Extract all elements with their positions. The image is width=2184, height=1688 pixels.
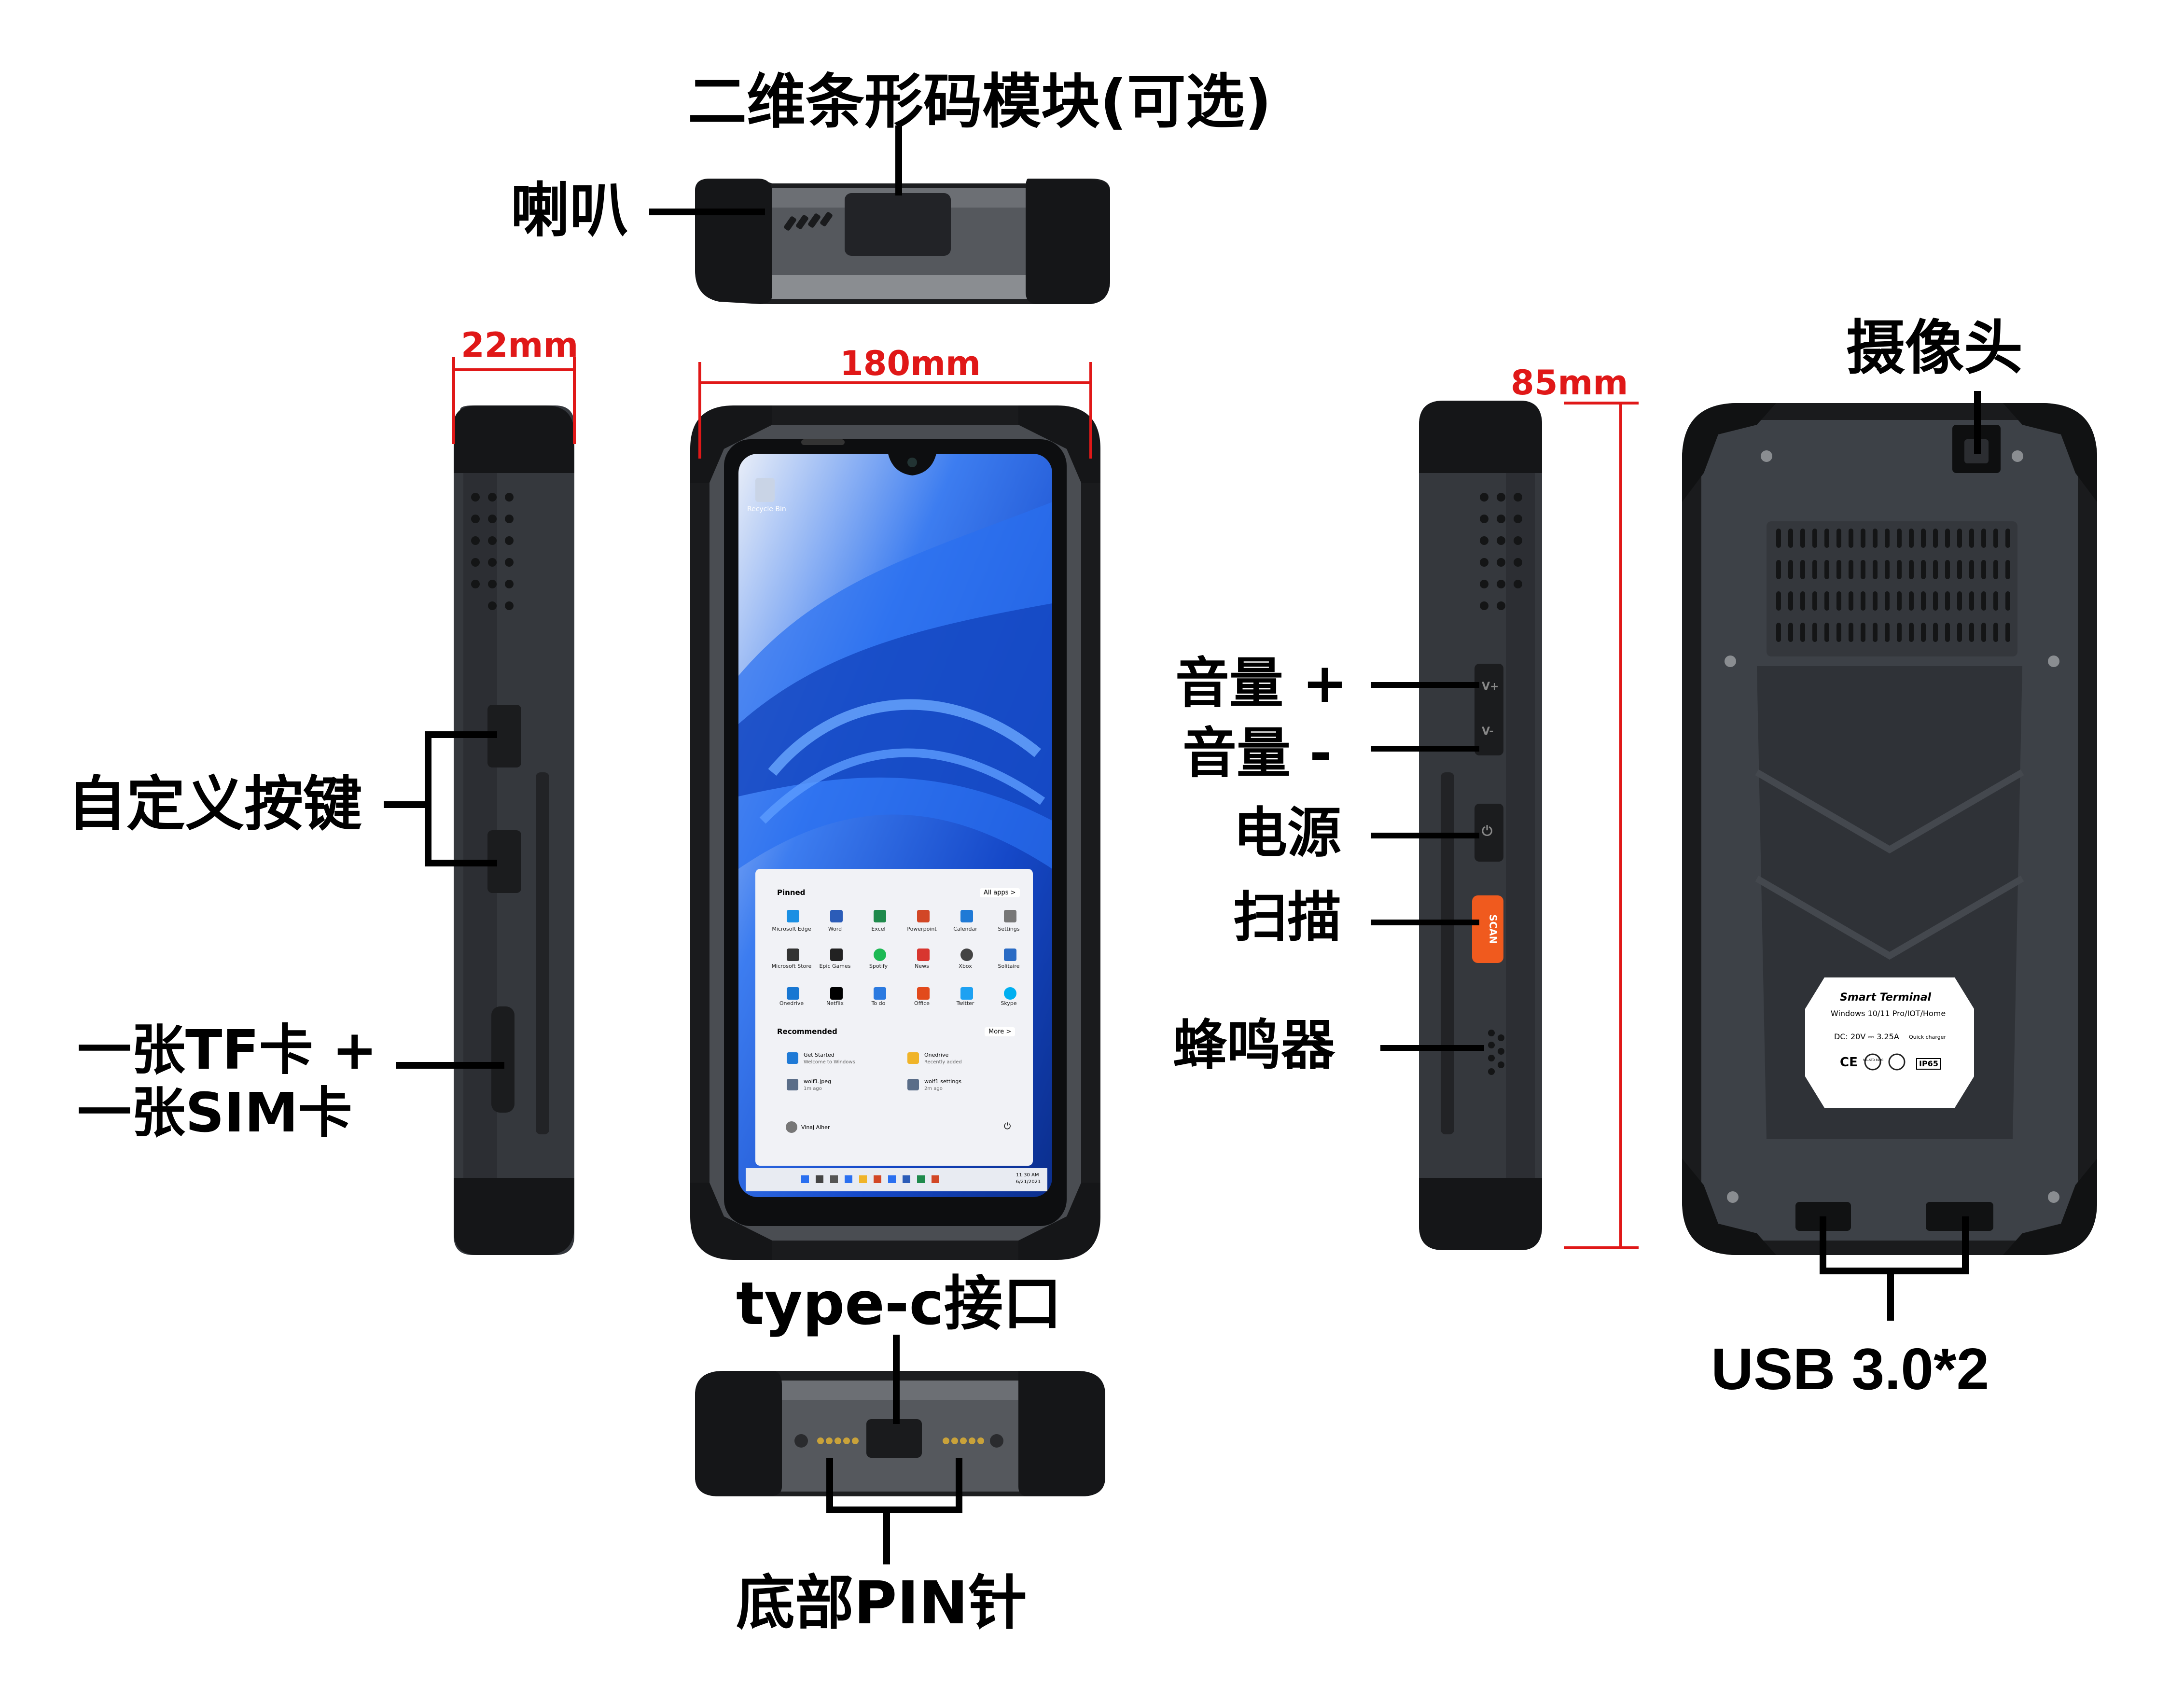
recycle-bin-label[interactable]: Recycle Bin	[747, 505, 786, 513]
volume-down-label: 音量 -	[1182, 722, 1332, 785]
taskbar-date[interactable]: 6/21/2021	[1016, 1179, 1041, 1185]
app-twitter[interactable]: Twitter	[956, 1000, 974, 1006]
all-apps-button[interactable]: All apps >	[980, 888, 1020, 897]
thickness-tick-right	[573, 357, 576, 444]
height-label: 180mm	[840, 344, 981, 383]
sim-card-label: 一张SIM卡	[77, 1082, 352, 1144]
custom-keys-label: 自定义按键	[68, 770, 362, 838]
app-edge[interactable]: Microsoft Edge	[772, 926, 811, 932]
back-label-os: Windows 10/11 Pro/IOT/Home	[1831, 1009, 1946, 1018]
buzzer-label: 蜂鸣器	[1173, 1014, 1335, 1077]
app-powerpoint[interactable]: Powerpoint	[907, 926, 937, 932]
ce-mark: CE	[1840, 1055, 1858, 1070]
width-tick-bottom	[1564, 1246, 1639, 1249]
buzzer-leader	[1380, 1045, 1484, 1051]
custom-keys-bracket-v	[425, 731, 431, 866]
app-onedrive[interactable]: Onedrive	[779, 1000, 804, 1006]
rec-item-sub-3: 2m ago	[924, 1086, 943, 1091]
scan-leader	[1371, 920, 1479, 925]
back-label-brand: Smart Terminal	[1840, 991, 1932, 1004]
rec-item-sub-0: Welcome to Windows	[804, 1060, 855, 1065]
rec-item-sub-1: Recently added	[924, 1060, 962, 1065]
app-store[interactable]: Microsoft Store	[771, 963, 812, 969]
height-dim-line	[700, 381, 1091, 384]
power-icon[interactable]: ⏻	[1004, 1121, 1011, 1131]
rec-item-title-3[interactable]: wolf1 settings	[924, 1078, 962, 1085]
width-dim-line	[1619, 403, 1622, 1248]
usb-label: USB 3.0*2	[1711, 1336, 1989, 1402]
pin-bracket-right	[956, 1458, 962, 1513]
volume-up-mark: V+	[1482, 681, 1499, 693]
back-label-dc: DC: 20V ⎓ 3.25A	[1834, 1032, 1899, 1041]
bottom-pin-label: 底部PIN针	[736, 1569, 1027, 1637]
rec-item-title-2[interactable]: wolf1.jpeg	[804, 1078, 831, 1085]
pinned-label: Pinned	[777, 888, 806, 897]
app-excel[interactable]: Excel	[871, 926, 886, 932]
app-epic[interactable]: Epic Games	[819, 963, 851, 969]
rec-item-title-1[interactable]: Onedrive	[924, 1052, 949, 1058]
pinned-app-grid: Microsoft Edge Word Excel Powerpoint Cal…	[770, 926, 1030, 1006]
app-settings[interactable]: Settings	[998, 926, 1020, 932]
taskbar-clock[interactable]: 11:30 AM	[1016, 1172, 1039, 1178]
barcode-leader-line	[895, 126, 902, 195]
app-office[interactable]: Office	[914, 1000, 930, 1006]
height-tick-right	[1089, 362, 1092, 459]
more-button[interactable]: More >	[985, 1027, 1015, 1036]
volume-down-mark: V-	[1482, 725, 1494, 738]
speaker-label: 喇叭	[511, 176, 628, 245]
barcode-module-label: 二维条形码模块(可选)	[688, 68, 1272, 136]
custom-keys-bracket-top	[425, 731, 497, 738]
app-word[interactable]: Word	[828, 926, 842, 932]
camera-label: 摄像头	[1846, 314, 2023, 382]
sim-tray-leader	[396, 1062, 504, 1069]
app-skype[interactable]: Skype	[1001, 1000, 1017, 1006]
scan-label: 扫描	[1233, 886, 1341, 949]
custom-keys-leader	[384, 801, 427, 808]
app-calendar[interactable]: Calendar	[953, 926, 977, 932]
thickness-label: 22mm	[461, 325, 579, 365]
app-spotify[interactable]: Spotify	[869, 963, 888, 969]
app-news[interactable]: News	[915, 963, 929, 969]
width-tick-top	[1564, 402, 1639, 405]
power-leader	[1371, 833, 1479, 838]
mil-std-mark: MIL-STD 810G	[1863, 1059, 1884, 1062]
usb-bracket-bottom	[1820, 1268, 1969, 1274]
app-xbox[interactable]: Xbox	[959, 963, 972, 969]
height-tick-left	[698, 362, 701, 459]
recommended-label: Recommended	[777, 1027, 837, 1036]
app-solitaire[interactable]: Solitaire	[998, 963, 1020, 969]
back-label-dc-note: Quick charger	[1909, 1034, 1946, 1040]
tf-card-label: 一张TF卡 +	[77, 1019, 377, 1082]
ip65-mark: IP65	[1916, 1058, 1941, 1070]
width-label: 85mm	[1511, 363, 1628, 403]
custom-keys-bracket-bottom	[425, 860, 497, 866]
usb-bracket-right	[1962, 1216, 1969, 1274]
pin-bracket-left	[826, 1458, 833, 1513]
app-todo[interactable]: To do	[871, 1000, 886, 1006]
type-c-leader	[893, 1335, 900, 1424]
pin-leader	[883, 1507, 890, 1564]
rec-item-sub-2: 1m ago	[804, 1086, 822, 1091]
thickness-dim-line	[454, 368, 574, 371]
volume-up-label: 音量 +	[1175, 652, 1348, 715]
user-name[interactable]: Vinaj Alher	[801, 1124, 830, 1130]
power-label: 电源	[1233, 802, 1341, 865]
volume-up-leader	[1371, 682, 1479, 688]
pin-bracket-bottom	[826, 1507, 962, 1513]
camera-leader	[1974, 391, 1981, 454]
usb-bracket-left	[1820, 1216, 1826, 1274]
power-button-icon[interactable]: ⏻	[1482, 823, 1493, 839]
usb-leader	[1887, 1268, 1894, 1321]
speaker-leader-line	[649, 209, 765, 215]
volume-down-leader	[1371, 746, 1479, 752]
app-netflix[interactable]: Netflix	[826, 1000, 844, 1006]
type-c-label: type-c接口	[736, 1269, 1062, 1338]
rec-item-title-0[interactable]: Get Started	[804, 1052, 835, 1058]
thickness-tick-left	[452, 357, 455, 444]
